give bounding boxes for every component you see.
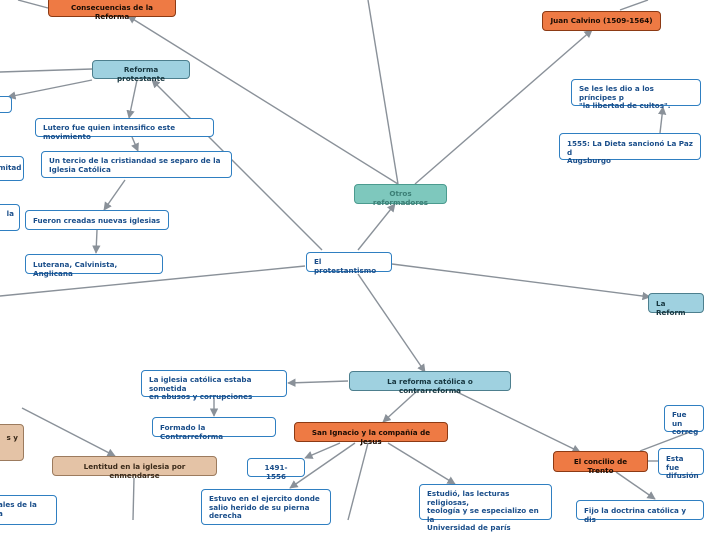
- link-protestantismo-contrarreforma: [357, 273, 426, 373]
- node-formado-contrarreforma[interactable]: Formado la Contrarreforma: [152, 417, 276, 440]
- link-contrarreforma-concilio: [454, 390, 581, 453]
- link-reforma-lutero: [126, 79, 138, 119]
- link-protestantismo-left: [0, 265, 306, 297]
- link-consecuencias-left: [17, 0, 49, 9]
- node-protestantismo[interactable]: El protestantismo: [306, 252, 392, 274]
- link-protestantismo-reforma: [151, 79, 323, 251]
- node-tan-left[interactable]: s y: [0, 424, 24, 461]
- link-ignacio-down: [347, 442, 369, 521]
- link-lentitud-down: [132, 477, 135, 521]
- node-la-left[interactable]: la: [0, 204, 20, 231]
- link-dieta-principes: [657, 106, 667, 134]
- node-dieta-augsburgo[interactable]: 1555: La Dieta sancionó La Paz d Augsbur…: [559, 133, 701, 165]
- link-contrarreforma-ignacio: [382, 390, 418, 423]
- node-esta-difusion[interactable]: Esta fue difusión: [658, 448, 704, 480]
- link-ignacio-estuvo: [289, 442, 356, 489]
- node-fue-corregir[interactable]: Fue un correg: [664, 405, 704, 436]
- link-otros-consecuencias: [127, 15, 399, 185]
- link-protestantismo-otros: [357, 203, 396, 251]
- node-reforma-protestante[interactable]: Reforma protestante: [92, 60, 190, 82]
- node-small-left-box[interactable]: [0, 96, 12, 113]
- node-anios-ignacio[interactable]: 1491-1556: [247, 458, 305, 480]
- node-san-ignacio[interactable]: San Ignacio y la compañía de Jesus: [294, 422, 448, 445]
- node-nuevas-iglesias[interactable]: Fueron creadas nuevas iglesias: [25, 210, 169, 230]
- link-lutero-tercio: [131, 136, 139, 152]
- node-juan-calvino[interactable]: Juan Calvino (1509-1564): [542, 11, 661, 31]
- link-ignacio-anios: [304, 442, 341, 459]
- node-estuvo-ejercito[interactable]: Estuvo en el ejercito donde salio herido…: [201, 489, 331, 525]
- node-consecuencias-reforma[interactable]: Consecuencias de la Reforma: [48, 0, 176, 20]
- link-ignacio-estudio: [387, 442, 456, 485]
- node-mitad[interactable]: mitad: [0, 156, 24, 181]
- link-otros-top: [367, 0, 399, 185]
- node-principes-libertad[interactable]: Se les les dio a los príncipes p "la lib…: [571, 79, 701, 110]
- node-la-reforma-right[interactable]: La Reform: [648, 293, 704, 316]
- link-tan-lentitud: [21, 407, 116, 457]
- node-fijo-doctrina[interactable]: Fijo la doctrina católica y dis: [576, 500, 704, 523]
- node-contrarreforma[interactable]: La reforma católica o contrarreforma: [349, 371, 511, 394]
- link-concilio-fijo: [615, 471, 656, 500]
- connector-lines: [0, 0, 691, 521]
- link-concilio-fue: [639, 431, 691, 452]
- link-tercio-fueron: [103, 179, 126, 211]
- link-protestantismo-right: [391, 263, 651, 301]
- node-estudio-paris[interactable]: Estudió, las lecturas religiosas, teolog…: [419, 484, 552, 532]
- link-reforma-small: [7, 79, 93, 100]
- node-otros-reformadores[interactable]: Otros reformadores: [354, 184, 447, 206]
- node-ales-left[interactable]: ales de la a: [0, 495, 57, 525]
- node-concilio-trento[interactable]: El concilio de Trento: [553, 451, 648, 474]
- link-reforma-left: [0, 68, 93, 73]
- node-tercio-cristiandad[interactable]: Un tercio de la cristiandad se separo de…: [41, 151, 232, 178]
- node-iglesia-abusos[interactable]: La iglesia católica estaba sometida en a…: [141, 370, 287, 401]
- link-contrarreforma-abusos: [287, 378, 349, 387]
- link-fueron-luterana: [92, 229, 101, 254]
- node-lutero[interactable]: Lutero fue quien intensifico este movimi…: [35, 118, 214, 140]
- node-luterana-calvinista[interactable]: Luterana, Calvinista, Anglicana: [25, 254, 163, 277]
- node-lentitud-iglesia[interactable]: Lentitud en la iglesia por enmendarse: [52, 456, 217, 479]
- link-otros-calvino: [414, 29, 593, 185]
- link-calvino-top: [619, 0, 649, 11]
